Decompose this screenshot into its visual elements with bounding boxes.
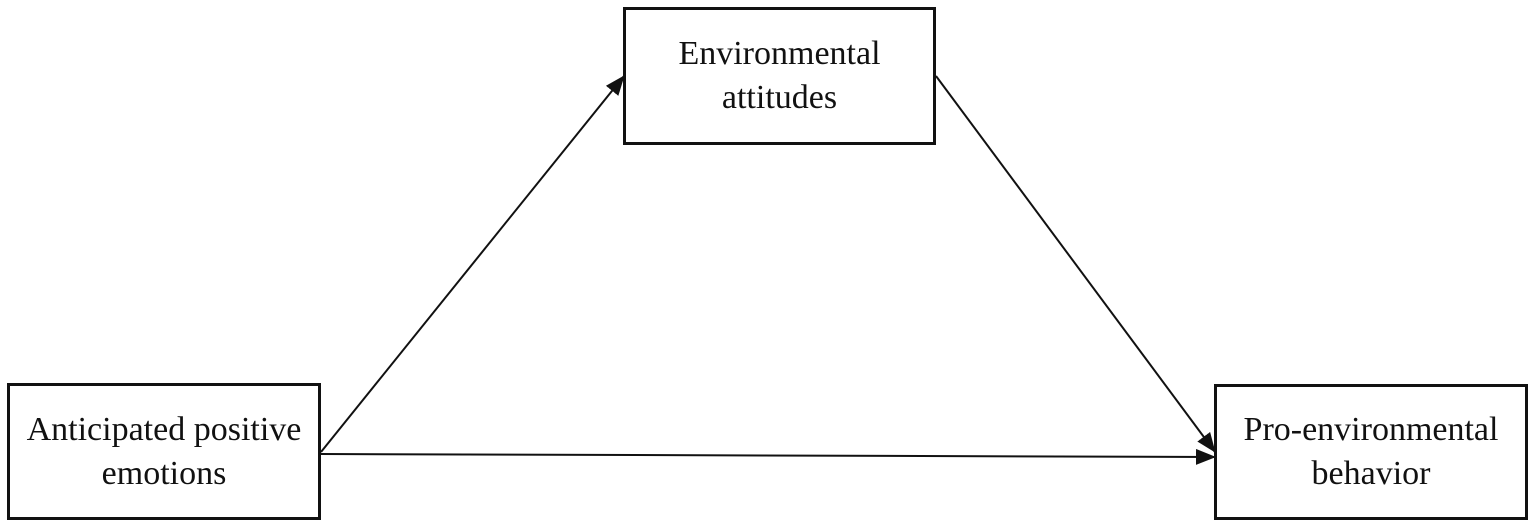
arrow-predictor-to-mediator [320,75,625,453]
outcome-label-line1: Pro-environmental [1243,411,1499,448]
outcome-label-line2: behavior [1311,455,1431,492]
arrow-predictor-to-outcome [320,448,1216,465]
outcome-label: Pro-environmental behavior [1244,408,1499,496]
predictor-label-line2: emotions [101,454,227,492]
outcome-box-pro-environmental-behavior: Pro-environmental behavior [1214,384,1528,520]
mediator-label-line1: Environmental [678,35,881,72]
arrow-mediator-to-outcome [935,75,1216,453]
mediator-label-line2: attitudes [721,79,838,116]
mediator-box-environmental-attitudes: Environmental attitudes [623,7,936,145]
predictor-label: Anticipated positive emotions [27,408,302,496]
predictor-box-anticipated-positive-emotions: Anticipated positive emotions [7,383,321,520]
mediator-label: Environmental attitudes [678,32,880,120]
predictor-label-line1: Anticipated positive [26,410,302,448]
